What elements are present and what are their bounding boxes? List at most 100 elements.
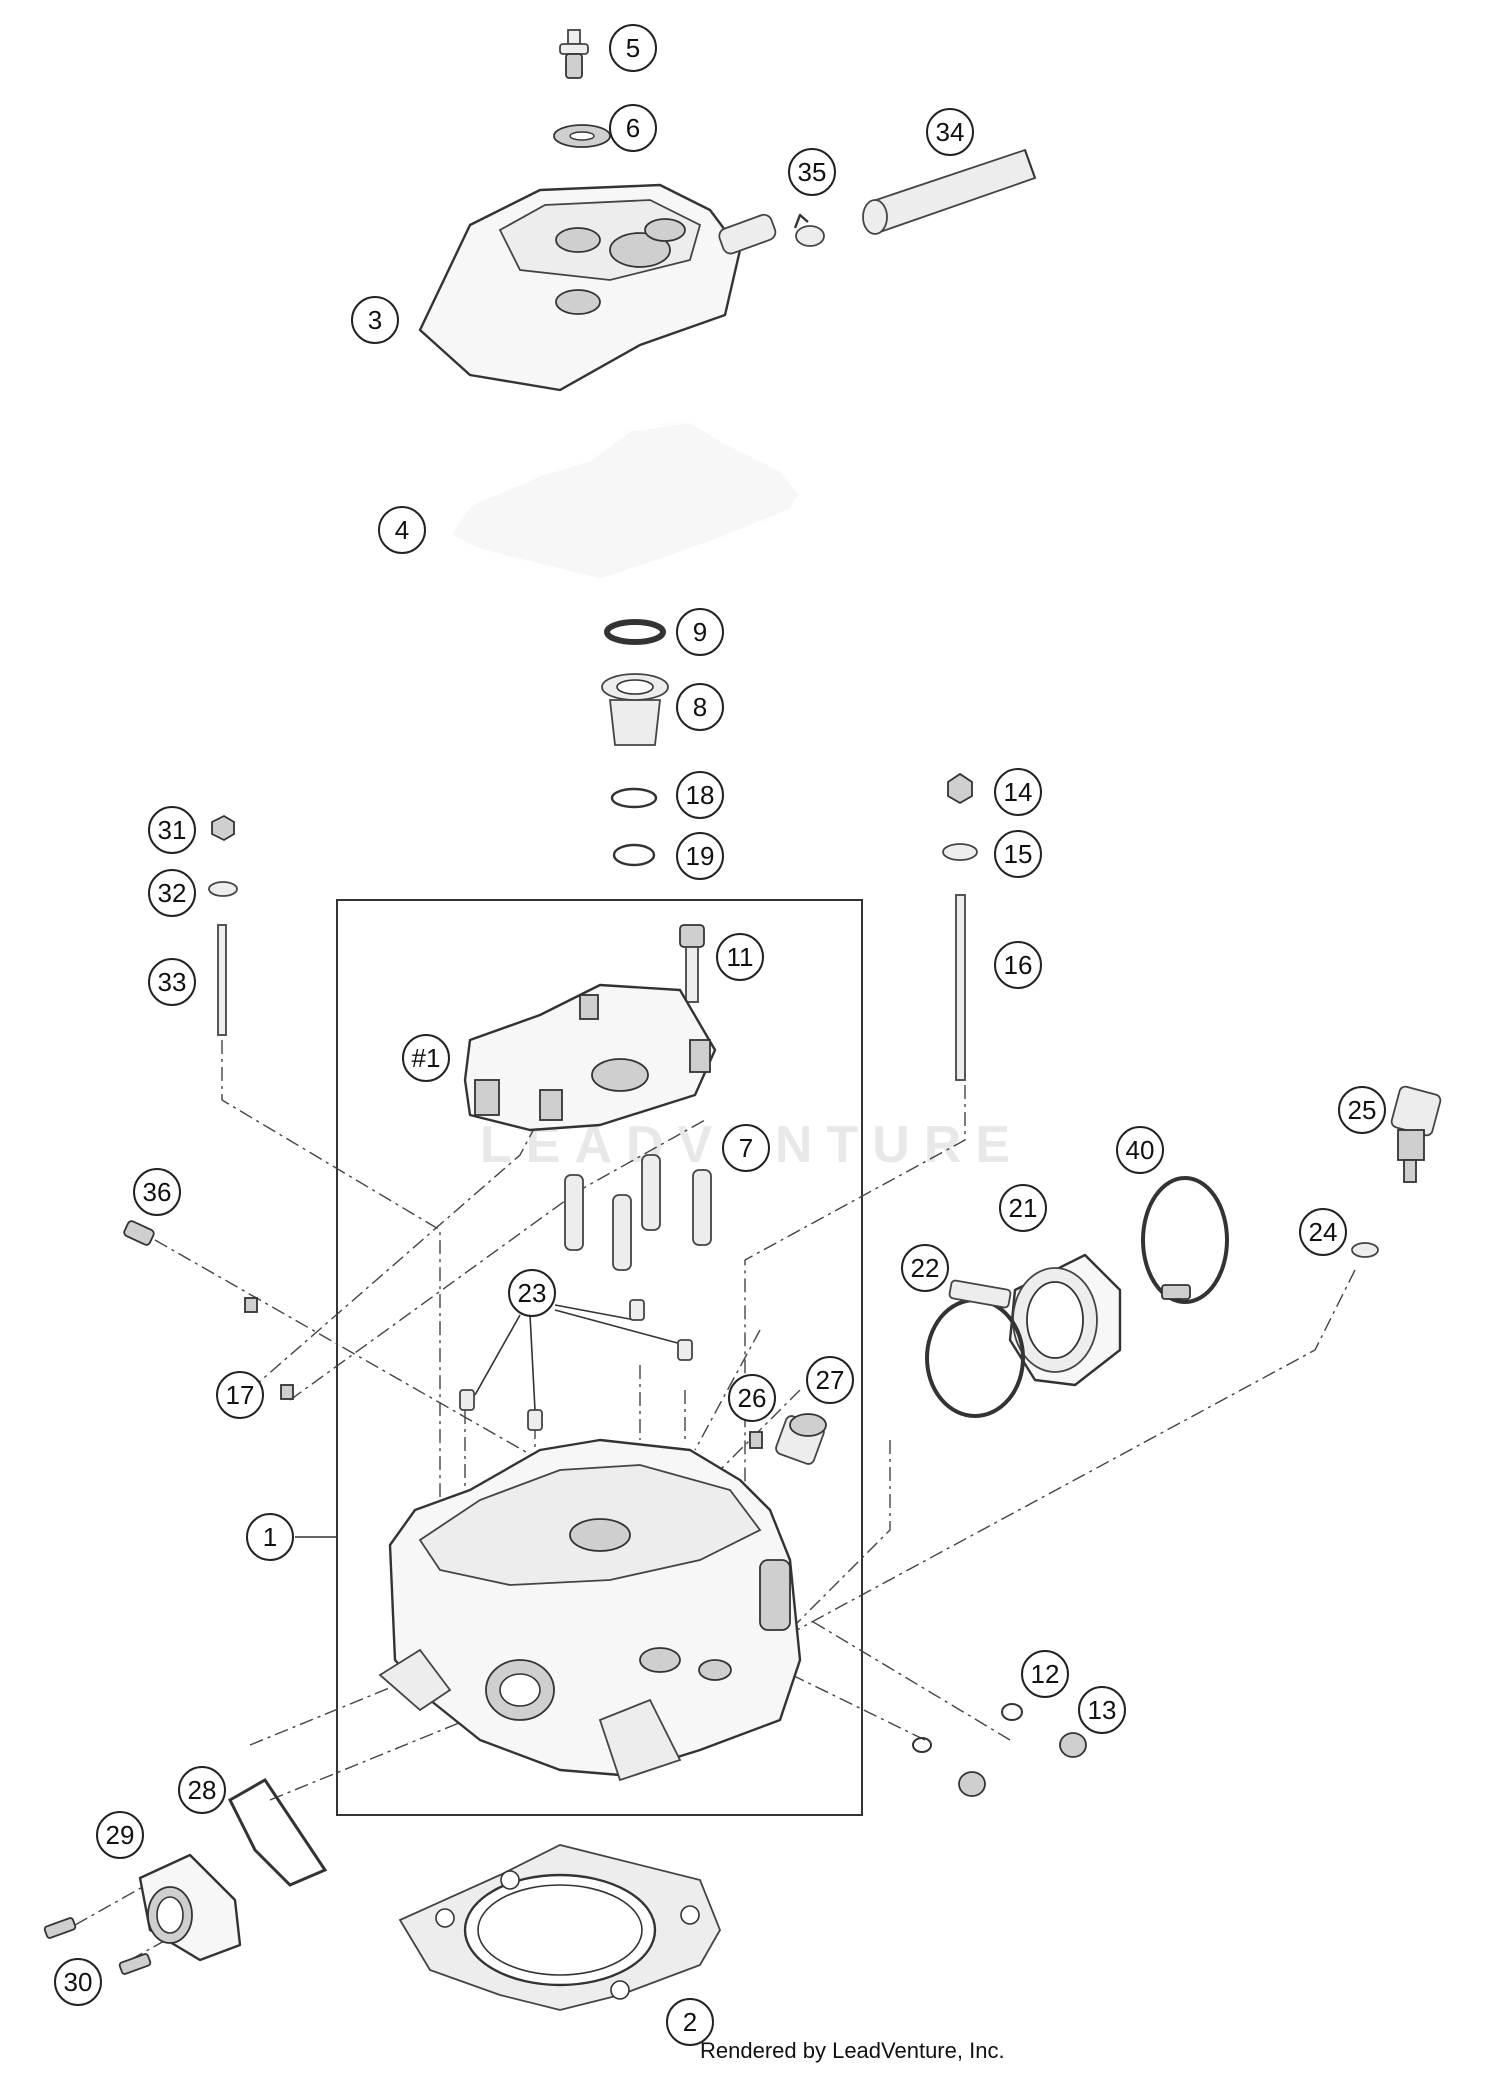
- washer-part-32: [208, 881, 238, 897]
- callout-2: 2: [666, 1998, 714, 2046]
- callout-11: 11: [716, 933, 764, 981]
- svg-text:25: 25: [1348, 1095, 1377, 1125]
- svg-text:6: 6: [626, 113, 640, 143]
- svg-text:14: 14: [1004, 777, 1033, 807]
- bolt-part-11: [679, 924, 705, 1003]
- callout-31: 31: [148, 806, 196, 854]
- svg-text:33: 33: [158, 967, 187, 997]
- svg-text:29: 29: [106, 1820, 135, 1850]
- svg-text:24: 24: [1309, 1217, 1338, 1247]
- callout-6: 6: [609, 104, 657, 152]
- svg-text:35: 35: [798, 157, 827, 187]
- camshaft-bridge-part-1: [463, 983, 717, 1132]
- plug-part-17b: [280, 1384, 294, 1400]
- svg-text:28: 28: [188, 1775, 217, 1805]
- callout-29: 29: [96, 1811, 144, 1859]
- stud-part-16: [955, 894, 966, 1081]
- sensor-part-25: [1390, 1085, 1442, 1183]
- callout-19: 19: [676, 832, 724, 880]
- callout-18: 18: [676, 771, 724, 819]
- callout-16: 16: [994, 941, 1042, 989]
- svg-text:26: 26: [738, 1383, 767, 1413]
- fitting-part-26: [749, 1431, 763, 1449]
- callout-26: 26: [728, 1374, 776, 1422]
- bolt-part-5: [559, 29, 589, 79]
- svg-text:1: 1: [263, 1522, 277, 1552]
- bolt-part-30b: [118, 1953, 152, 1975]
- svg-text:5: 5: [626, 33, 640, 63]
- svg-text:36: 36: [143, 1177, 172, 1207]
- callout-17: 17: [216, 1371, 264, 1419]
- hose-clamp-part-35: [793, 213, 825, 247]
- callout-21: 21: [999, 1184, 1047, 1232]
- exhaust-gasket-part-28: [228, 1778, 328, 1887]
- callout-3: 3: [351, 296, 399, 344]
- callout-14: 14: [994, 768, 1042, 816]
- spark-plug-tube-part-8: [601, 673, 669, 746]
- callout-hash-1: #1: [402, 1034, 450, 1082]
- bolt-part-30a: [43, 1917, 77, 1939]
- callout-12: 12: [1021, 1650, 1069, 1698]
- svg-text:2: 2: [683, 2007, 697, 2037]
- o-ring-part-12: [1001, 1703, 1023, 1721]
- callout-5: 5: [609, 24, 657, 72]
- svg-text:40: 40: [1126, 1135, 1155, 1165]
- solid-leaders: [295, 1304, 686, 1538]
- svg-text:30: 30: [64, 1967, 93, 1997]
- plug-part-13: [1059, 1732, 1087, 1758]
- seal-ring-part-9: [604, 619, 666, 645]
- o-ring-part-19: [612, 843, 656, 867]
- svg-text:32: 32: [158, 878, 187, 908]
- callout-23: 23: [508, 1269, 556, 1317]
- callouts: 5 6 34 35 3 4 9 8 18 19 14 15 16 31 32 3…: [54, 24, 1386, 2046]
- valve-cover-gasket-part-4: [447, 420, 802, 582]
- svg-text:18: 18: [686, 780, 715, 810]
- svg-text:7: 7: [739, 1133, 753, 1163]
- callout-25: 25: [1338, 1086, 1386, 1134]
- callout-28: 28: [178, 1766, 226, 1814]
- svg-text:3: 3: [368, 305, 382, 335]
- plug-part-13b: [958, 1771, 986, 1797]
- svg-text:23: 23: [518, 1278, 547, 1308]
- hose-clamp-part-22: [925, 1279, 1025, 1418]
- exhaust-flange-part-29: [138, 1853, 242, 1962]
- stud-part-33: [217, 924, 227, 1036]
- callout-13: 13: [1078, 1686, 1126, 1734]
- breather-hose-part-34: [862, 148, 1037, 235]
- callout-32: 32: [148, 869, 196, 917]
- coolant-outlet-part-27: [775, 1413, 827, 1465]
- callout-15: 15: [994, 830, 1042, 878]
- callout-1: 1: [246, 1513, 294, 1561]
- valve-guides-part-7: [564, 1154, 712, 1271]
- callout-22: 22: [901, 1244, 949, 1292]
- svg-text:8: 8: [693, 692, 707, 722]
- svg-text:#1: #1: [412, 1043, 441, 1073]
- svg-text:21: 21: [1009, 1193, 1038, 1223]
- svg-text:13: 13: [1088, 1695, 1117, 1725]
- callout-30: 30: [54, 1958, 102, 2006]
- svg-text:4: 4: [395, 515, 409, 545]
- svg-text:19: 19: [686, 841, 715, 871]
- footer-credit: Rendered by LeadVenture, Inc.: [700, 2038, 1005, 2063]
- callout-4: 4: [378, 506, 426, 554]
- dowel-pins-part-23: [459, 1299, 693, 1431]
- svg-text:31: 31: [158, 815, 187, 845]
- o-ring-part-18: [610, 787, 658, 809]
- nut-part-14: [947, 772, 973, 805]
- washer-part-24: [1351, 1242, 1379, 1258]
- svg-text:34: 34: [936, 117, 965, 147]
- callout-9: 9: [676, 608, 724, 656]
- svg-text:27: 27: [816, 1365, 845, 1395]
- cylinder-head-assembly-frame: [336, 899, 863, 1816]
- callout-40: 40: [1116, 1126, 1164, 1174]
- svg-text:16: 16: [1004, 950, 1033, 980]
- cylinder-head-part-1: [378, 1438, 802, 1782]
- o-ring-part-12b: [912, 1737, 932, 1753]
- plug-part-17a: [244, 1297, 258, 1313]
- temperature-sensor-part-36: [123, 1220, 155, 1246]
- svg-text:17: 17: [226, 1380, 255, 1410]
- washer-part-15: [942, 843, 978, 861]
- head-gasket-part-2: [398, 1844, 721, 2011]
